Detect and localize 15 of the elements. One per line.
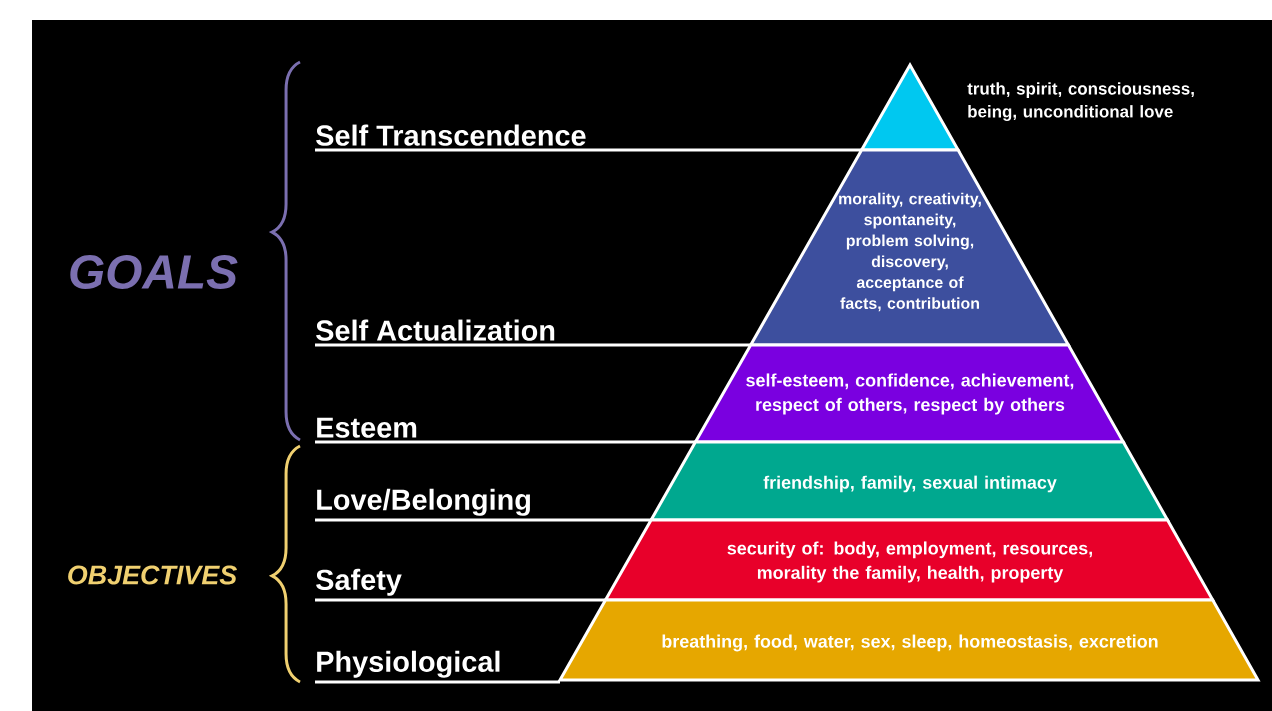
level-name: Self Transcendence [316, 124, 586, 146]
level-name: Self Actualization [316, 319, 555, 341]
leader-line [315, 518, 652, 522]
level-name: Safety [316, 568, 402, 596]
level-description: truth, spirit, consciousness, being, unconditional love [967, 82, 1194, 121]
level-name: Esteem [317, 417, 417, 438]
level-name: Love/Belonging [317, 488, 530, 516]
leader-line [315, 343, 751, 347]
category-label: OBJECTIVES [68, 565, 237, 585]
level-name: Physiological [317, 650, 500, 678]
leader-line [315, 598, 606, 602]
leader-line [315, 148, 862, 152]
leader-line [315, 680, 560, 684]
category-label: GOALS [70, 255, 238, 289]
leader-line [315, 440, 696, 444]
